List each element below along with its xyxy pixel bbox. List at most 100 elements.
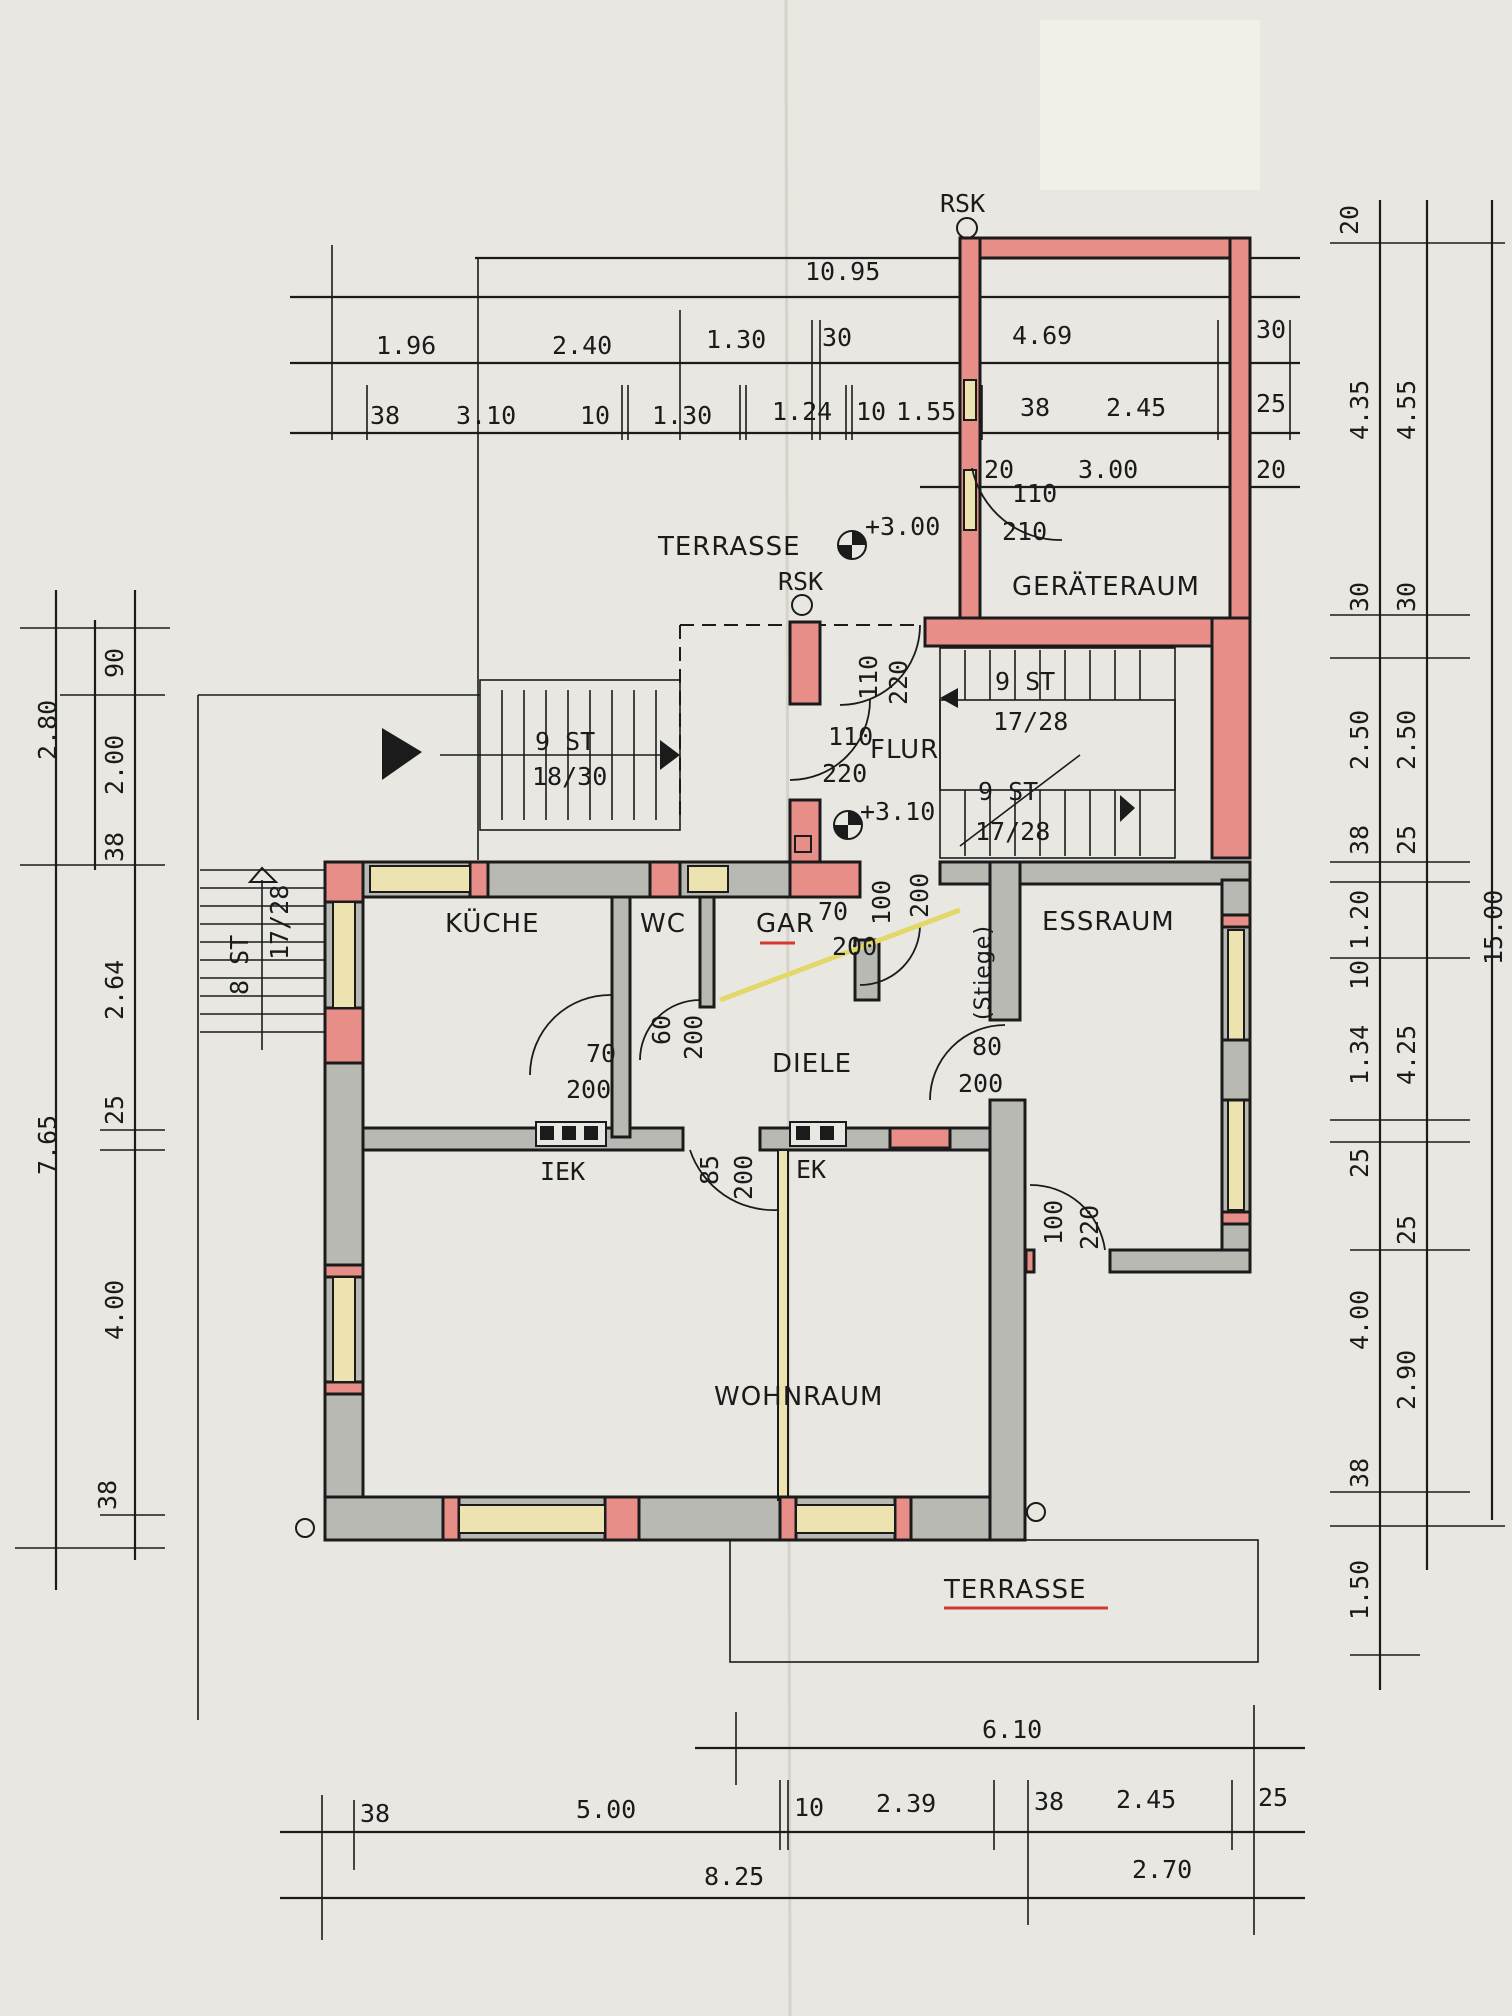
level-flur: +3.10 xyxy=(860,797,935,826)
dim-right-h: 1.34 xyxy=(1345,1025,1374,1085)
dim-bottom-c: 10 xyxy=(794,1793,824,1822)
dim-top-row1-a: 1.96 xyxy=(376,331,436,360)
dim-top-row1-d: 30 xyxy=(822,323,852,352)
main-walls xyxy=(295,860,1252,1542)
dim-right-g: 10 xyxy=(1345,960,1374,990)
tape-strip xyxy=(1040,20,1260,190)
dim-right-k: 38 xyxy=(1345,1458,1374,1488)
upper-stair: 9 ST 17/28 9 ST 17/28 xyxy=(939,647,1176,859)
dim-left-part-e: 25 xyxy=(100,1095,129,1125)
side-stair-count: 8 ST xyxy=(225,935,254,995)
dim-left-part-a: 90 xyxy=(100,648,129,678)
dim-left-total: 7.65 xyxy=(33,1115,62,1175)
room-terrasse-top: TERRASSE xyxy=(657,532,801,562)
meter-box-icon xyxy=(794,835,812,853)
dim-right-total: 15.00 xyxy=(1479,890,1508,965)
door-geraet-width: 110 xyxy=(1012,479,1057,508)
dim-bottom-a: 38 xyxy=(360,1799,390,1828)
dim-bottom-e: 38 xyxy=(1034,1787,1064,1816)
dim-top-row2-e: 1.24 xyxy=(772,397,832,426)
kamin-ek-label: EK xyxy=(796,1155,826,1184)
bottom-dimensions: 6.10 38 5.00 10 2.39 38 2.45 25 8.25 2.7… xyxy=(280,1705,1305,1940)
room-terrasse-bottom: TERRASSE xyxy=(943,1575,1087,1605)
entry-stair: 9 ST 18/30 xyxy=(382,679,681,831)
dim-right-c: 30 xyxy=(1345,582,1374,612)
room-gar: GAR xyxy=(756,909,815,939)
paper-fold xyxy=(784,0,792,2016)
dim-bottom-total-left: 8.25 xyxy=(704,1862,764,1891)
dim-top-row2-b: 3.10 xyxy=(456,401,516,430)
dim-right-outer-b: 30 xyxy=(1392,582,1421,612)
dim-right-l: 1.50 xyxy=(1345,1560,1374,1620)
dim-left-part-b: 2.00 xyxy=(100,735,129,795)
door-ess-height: 200 xyxy=(958,1069,1003,1098)
side-stair-ratio: 17/28 xyxy=(265,885,294,960)
lower-stair-count: 9 ST xyxy=(978,777,1038,806)
dim-top-row3-b: 3.00 xyxy=(1078,455,1138,484)
door-flur-a-height: 220 xyxy=(884,660,913,705)
room-geraeteraum: GERÄTERAUM xyxy=(1012,570,1200,602)
upper-stair-ratio: 17/28 xyxy=(993,707,1068,736)
dim-left-part-g: 38 xyxy=(93,1480,122,1510)
dim-top-row2-h: 38 xyxy=(1020,393,1050,422)
level-terrace: +3.00 xyxy=(865,512,940,541)
room-wc: WC xyxy=(640,909,686,939)
dim-right-f: 1.20 xyxy=(1345,890,1374,950)
dim-right-outer-c: 2.50 xyxy=(1392,710,1421,770)
top-dimensions: 10.95 1.96 2.40 1.30 30 4.69 30 38 3.10 … xyxy=(290,245,1300,489)
upper-walls xyxy=(788,236,1252,864)
doors: 110 210 110 220 110 220 70 200 100 200 6… xyxy=(529,467,1106,1251)
level-marker-icon xyxy=(837,530,867,560)
upper-stair-count: 9 ST xyxy=(995,667,1055,696)
door-flur-b-height: 220 xyxy=(822,759,867,788)
dim-bottom-d: 2.39 xyxy=(876,1789,936,1818)
dim-top-row2-a: 38 xyxy=(370,401,400,430)
dim-top-total: 10.95 xyxy=(805,257,880,286)
dim-right-outer-e: 4.25 xyxy=(1392,1025,1421,1085)
dim-right-outer-f: 25 xyxy=(1392,1215,1421,1245)
door-gar-width: 70 xyxy=(818,897,848,926)
door-wc-height: 200 xyxy=(679,1015,708,1060)
dim-top-row2-j: 25 xyxy=(1256,389,1286,418)
rsk-top-label: RSK xyxy=(940,189,985,218)
dim-top-row2-i: 2.45 xyxy=(1106,393,1166,422)
door-flur-a-width: 110 xyxy=(854,655,883,700)
level-marker-icon xyxy=(833,810,863,840)
lower-stair-ratio: 17/28 xyxy=(975,817,1050,846)
dim-top-row2-f: 10 xyxy=(856,397,886,426)
dim-right-d: 2.50 xyxy=(1345,710,1374,770)
dim-bottom-total-right: 6.10 xyxy=(982,1715,1042,1744)
dim-top-row1-e: 4.69 xyxy=(1012,321,1072,350)
dim-left-part-f: 4.00 xyxy=(100,1280,129,1340)
dim-top-row1-b: 2.40 xyxy=(552,331,612,360)
dim-top-row3-c: 20 xyxy=(1256,455,1286,484)
dim-right-outer-g: 2.90 xyxy=(1392,1350,1421,1410)
dim-top-row2-c: 10 xyxy=(580,401,610,430)
dim-bottom-g: 25 xyxy=(1258,1783,1288,1812)
markers: RSK RSK +3.00 +3.10 IEK EK xyxy=(540,189,985,1186)
door-gar-height: 200 xyxy=(832,932,877,961)
door-terrasse-width: 100 xyxy=(1039,1200,1068,1245)
dim-left-part-d: 2.64 xyxy=(100,960,129,1020)
room-essraum: ESSRAUM xyxy=(1042,907,1175,937)
dim-right-e: 38 xyxy=(1345,825,1374,855)
door-wohn-width: 85 xyxy=(695,1155,724,1185)
door-stiege-width: 100 xyxy=(867,880,896,925)
room-wohnraum: WOHNRAUM xyxy=(714,1382,883,1412)
door-wohn-height: 200 xyxy=(729,1155,758,1200)
door-geraet-height: 210 xyxy=(1002,517,1047,546)
entry-arrow-icon xyxy=(382,728,422,780)
door-terrasse-height: 220 xyxy=(1075,1205,1104,1250)
dim-top-row1-f: 30 xyxy=(1256,315,1286,344)
room-kueche: KÜCHE xyxy=(445,907,540,939)
side-stair: 8 ST 17/28 xyxy=(200,866,325,1050)
dim-right-i: 25 xyxy=(1345,1148,1374,1178)
dim-right-b: 4.35 xyxy=(1345,380,1374,440)
door-kueche-width: 70 xyxy=(586,1039,616,1068)
dim-top-row3-a: 20 xyxy=(984,455,1014,484)
right-dimensions: 20 4.35 30 2.50 38 1.20 10 1.34 25 4.00 … xyxy=(1330,200,1508,1690)
room-diele: DIELE xyxy=(772,1049,852,1079)
dim-right-outer-a: 4.55 xyxy=(1392,380,1421,440)
